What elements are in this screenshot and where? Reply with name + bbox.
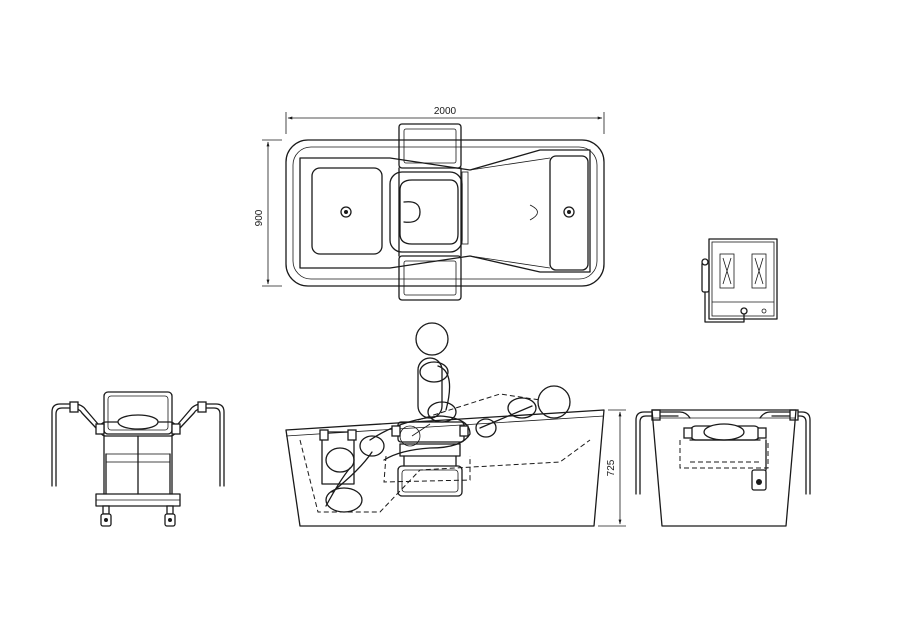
panel-knob-icon xyxy=(740,307,748,315)
side-view xyxy=(285,322,605,527)
top-view xyxy=(285,123,605,301)
width-label: 900 xyxy=(254,209,265,226)
dimension-width: 900 xyxy=(254,139,282,287)
length-label: 2000 xyxy=(434,106,457,117)
control-panel xyxy=(701,238,778,323)
left-end-view xyxy=(51,391,225,527)
dimension-height: 725 xyxy=(598,409,626,527)
drain-valve-icon xyxy=(756,479,762,485)
dimension-length: 2000 xyxy=(285,106,605,134)
right-end-view xyxy=(635,409,811,527)
height-label: 725 xyxy=(606,459,617,476)
